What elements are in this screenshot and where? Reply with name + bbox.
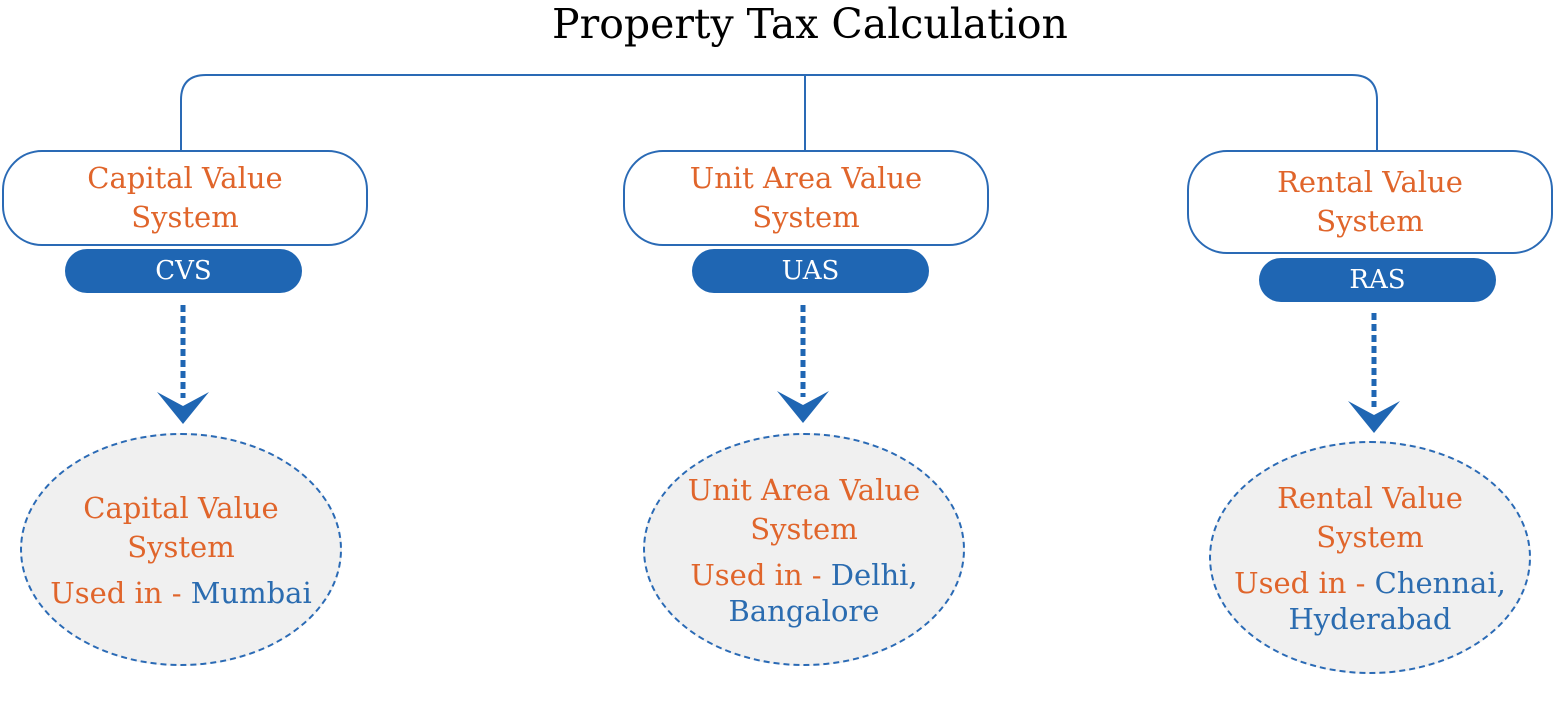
detail-ellipse-rental-value: Rental Value System Used in - Chennai, H… [1209,441,1531,674]
used-in-label: Used in - [50,575,191,610]
detail-title-line2: System [1316,519,1424,554]
used-in-label: Used in - [1234,565,1375,600]
detail-title-line2: System [750,511,858,546]
detail-ellipse-unit-area-value: Unit Area Value System Used in - Delhi, … [643,433,965,666]
system-name-line1: Capital Value [87,161,283,195]
arrow-uas [777,305,829,423]
detail-title-line2: System [127,529,235,564]
city-list-line2: Hyderabad [1288,601,1452,636]
arrow-ras [1348,313,1400,433]
system-name-line2: System [752,200,860,234]
system-name-line2: System [1316,204,1424,238]
system-box-rental-value: Rental Value System [1187,150,1553,254]
used-in-text: Used in - Mumbai [50,575,311,611]
used-in-text: Used in - Delhi, Bangalore [690,557,917,629]
diagram-title: Property Tax Calculation [552,0,1068,48]
abbr-pill-ras: RAS [1259,258,1496,302]
abbr-pill-uas: UAS [692,249,929,293]
arrow-cvs [157,305,209,424]
city-list: Mumbai [190,575,312,610]
system-name-line1: Rental Value [1277,165,1463,199]
system-box-capital-value: Capital Value System [2,150,368,246]
city-list-line1: Delhi, [830,557,918,592]
detail-title-line1: Unit Area Value [687,472,921,507]
system-box-unit-area-value: Unit Area Value System [623,150,989,246]
city-list-line2: Bangalore [728,593,880,628]
system-name-line2: System [131,200,239,234]
tree-connector-left [180,74,805,150]
detail-title-line1: Capital Value [83,490,279,525]
detail-title-line1: Rental Value [1277,480,1463,515]
used-in-text: Used in - Chennai, Hyderabad [1234,565,1506,637]
system-name-line1: Unit Area Value [689,161,923,195]
abbr-pill-cvs: CVS [65,249,302,293]
city-list-line1: Chennai, [1374,565,1506,600]
detail-ellipse-capital-value: Capital Value System Used in - Mumbai [20,433,342,666]
tree-connector-right [805,74,1378,150]
used-in-label: Used in - [690,557,831,592]
